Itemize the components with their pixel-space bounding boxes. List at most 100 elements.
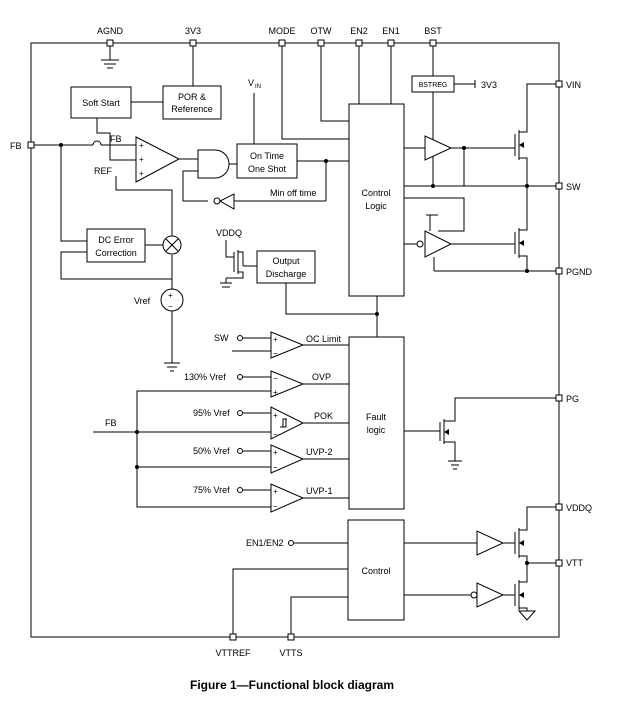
svg-text:On Time: On Time <box>250 151 284 161</box>
svg-text:AGND: AGND <box>97 26 124 36</box>
svg-text:+: + <box>273 487 278 496</box>
svg-text:EN1: EN1 <box>382 26 400 36</box>
svg-text:Reference: Reference <box>171 104 213 114</box>
svg-text:POR &: POR & <box>178 92 206 102</box>
vin-pin: VIN <box>555 80 581 90</box>
svg-text:One Shot: One Shot <box>248 164 287 174</box>
oc-limit-comparator: SW + − OC Limit <box>214 331 349 359</box>
svg-text:VIN: VIN <box>566 80 581 90</box>
agnd-pin: AGND <box>97 26 124 69</box>
svg-text:Soft Start: Soft Start <box>82 98 120 108</box>
figure-caption: Figure 1—Functional block diagram <box>190 678 394 692</box>
svg-text:+: + <box>273 335 278 344</box>
vddq-pin: VDDQ <box>555 503 592 513</box>
svg-text:IN: IN <box>255 84 261 90</box>
vttref-pin: VTTREF <box>216 568 348 658</box>
svg-text:UVP-1: UVP-1 <box>306 486 333 496</box>
svg-text:3V3: 3V3 <box>481 80 497 90</box>
svg-text:Control: Control <box>361 566 390 576</box>
svg-text:−: − <box>273 502 278 511</box>
svg-text:130% Vref: 130% Vref <box>184 372 226 382</box>
svg-text:VTTREF: VTTREF <box>216 648 252 658</box>
svg-text:VTT: VTT <box>566 558 584 568</box>
fault-logic-block: Fault logic <box>348 336 405 510</box>
svg-text:MODE: MODE <box>269 26 296 36</box>
otw-pin: OTW <box>311 26 349 122</box>
svg-text:75% Vref: 75% Vref <box>193 485 230 495</box>
svg-text:OC Limit: OC Limit <box>306 334 342 344</box>
svg-text:+: + <box>139 155 144 164</box>
svg-text:OVP: OVP <box>312 372 331 382</box>
svg-text:Fault: Fault <box>366 412 387 422</box>
and-gate <box>182 149 237 202</box>
uvp1-comparator: 75% Vref + − UVP-1 <box>193 483 349 513</box>
mode-pin: MODE <box>269 26 349 140</box>
high-side-driver <box>404 135 515 174</box>
svg-text:Control: Control <box>361 188 390 198</box>
svg-text:logic: logic <box>367 425 386 435</box>
low-side-driver <box>404 197 515 271</box>
svg-text:VTTS: VTTS <box>279 648 302 658</box>
svg-text:VDDQ: VDDQ <box>216 228 242 238</box>
svg-text:VDDQ: VDDQ <box>566 503 592 513</box>
sw-node: SW <box>404 174 581 228</box>
uvp2-comparator: 50% Vref + − UVP-2 <box>137 444 349 474</box>
svg-text:−: − <box>168 302 173 311</box>
svg-text:+: + <box>139 141 144 150</box>
pok-comparator: FB 95% Vref + − POK <box>93 406 349 469</box>
svg-text:PG: PG <box>566 394 579 404</box>
pgnd-pin: PGND <box>434 267 593 277</box>
svg-text:UVP-2: UVP-2 <box>306 447 333 457</box>
on-time-one-shot-block: On Time One Shot V IN <box>236 78 349 179</box>
ovp-comparator: 130% Vref − + OVP <box>136 370 349 508</box>
control-logic-block: Control Logic <box>348 103 405 337</box>
bstreg-block: BSTREG 3V3 <box>411 75 497 188</box>
vtts-pin: VTTS <box>279 596 348 658</box>
pwm-comparator: FB REF + + + <box>94 134 200 236</box>
vtt-control-block: Control <box>347 519 405 621</box>
por-reference-block: POR & Reference <box>131 85 222 120</box>
svg-text:−: − <box>273 463 278 472</box>
svg-text:POK: POK <box>314 411 333 421</box>
svg-text:−: − <box>273 374 278 383</box>
svg-text:50% Vref: 50% Vref <box>193 446 230 456</box>
svg-text:EN1/EN2: EN1/EN2 <box>246 538 284 548</box>
high-side-mosfet <box>514 83 559 186</box>
svg-text:+: + <box>139 169 144 178</box>
svg-text:Correction: Correction <box>95 248 137 258</box>
svg-text:Logic: Logic <box>365 201 387 211</box>
dc-error-correction-block: DC Error Correction <box>60 228 173 280</box>
fb-pin: FB <box>10 140 136 242</box>
svg-text:DC Error: DC Error <box>98 235 134 245</box>
low-side-mosfet <box>514 228 528 271</box>
discharge-fet: VDDQ <box>216 228 244 288</box>
svg-text:V: V <box>248 78 254 88</box>
vtt-node: VTT <box>525 558 584 575</box>
svg-text:SW: SW <box>214 333 229 343</box>
svg-text:+: + <box>168 291 173 300</box>
3v3-pin: 3V3 <box>185 26 201 86</box>
svg-text:FB: FB <box>105 418 117 428</box>
pg-pin: PG <box>555 394 579 404</box>
svg-text:REF: REF <box>94 166 113 176</box>
svg-text:FB: FB <box>10 141 22 151</box>
svg-text:EN2: EN2 <box>350 26 368 36</box>
svg-text:3V3: 3V3 <box>185 26 201 36</box>
vtt-low-mosfet <box>514 575 537 621</box>
vtt-high-driver <box>404 530 515 556</box>
svg-text:PGND: PGND <box>566 267 593 277</box>
vref-source: + − Vref <box>134 279 184 372</box>
svg-text:BSTREG: BSTREG <box>419 82 448 89</box>
vtt-low-driver <box>404 582 515 608</box>
svg-text:+: + <box>273 411 278 420</box>
en1-pin: EN1 <box>382 26 400 104</box>
svg-text:Vref: Vref <box>134 296 151 306</box>
ic-boundary <box>30 42 560 638</box>
svg-text:FB: FB <box>110 134 122 144</box>
vtt-high-mosfet <box>514 506 559 563</box>
svg-text:−: − <box>273 349 278 358</box>
svg-text:SW: SW <box>566 182 581 192</box>
en1-en2-input: EN1/EN2 <box>246 538 348 548</box>
svg-text:+: + <box>273 448 278 457</box>
